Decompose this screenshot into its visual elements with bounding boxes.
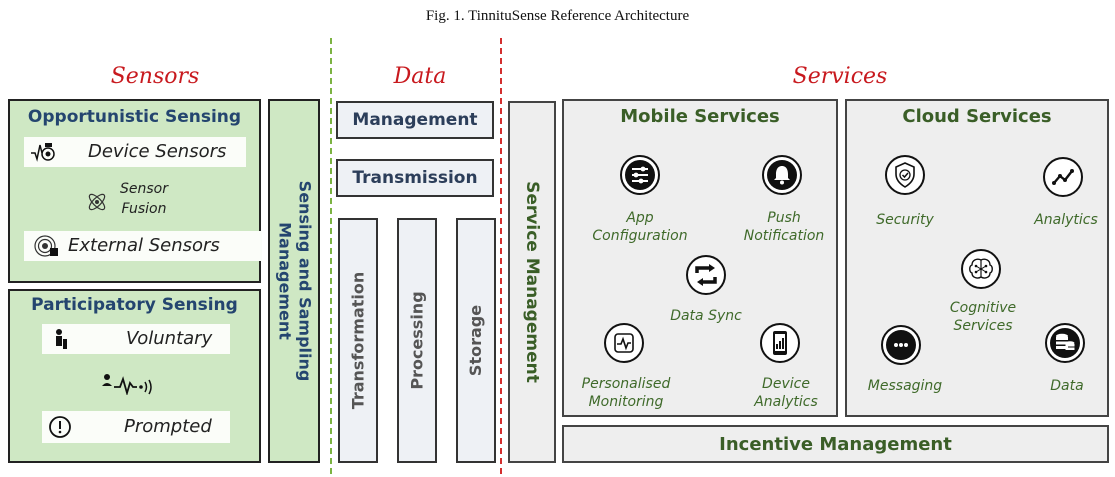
cognitive-line2: Services	[953, 318, 1013, 334]
device-analytics-line2: Analytics	[754, 394, 818, 410]
cognitive-line1: Cognitive	[949, 300, 1017, 316]
push-line1: Push	[767, 210, 801, 226]
cloud-services-panel: Cloud Services Security Analytics Cognit…	[845, 99, 1109, 417]
external-sensors-label: External Sensors	[68, 235, 220, 256]
app-config-line2: Configuration	[592, 228, 688, 244]
database-icon	[1045, 323, 1085, 363]
sensing-mgmt-line2: Management	[275, 222, 294, 340]
person-icon	[54, 328, 68, 354]
personalised-monitoring-label: Personalised Monitoring	[568, 375, 684, 411]
transformation-label: Transformation	[348, 271, 368, 410]
data-section-title: Data	[393, 64, 447, 89]
data-management-label: Management	[352, 110, 478, 130]
storage-box: Storage	[456, 218, 496, 463]
device-analytics-line1: Device	[762, 376, 810, 392]
incentive-management-label: Incentive Management	[719, 433, 952, 455]
opportunistic-sensing-title: Opportunistic Sensing	[27, 107, 242, 127]
radar-icon	[34, 234, 60, 262]
monitoring-line2: Monitoring	[588, 394, 664, 410]
person-signal-icon	[102, 373, 158, 399]
sensor-fusion-label: Sensor Fusion	[114, 179, 174, 219]
analytics-label: Analytics	[1034, 212, 1098, 228]
sliders-icon	[620, 155, 660, 195]
participatory-sensing-title: Participatory Sensing	[31, 295, 238, 315]
cloud-services-title: Cloud Services	[902, 106, 1052, 127]
prompted-row: Prompted	[42, 411, 230, 443]
data-management-box: Management	[336, 101, 494, 139]
device-sensors-row: Device Sensors	[24, 137, 246, 167]
transmission-box: Transmission	[336, 159, 494, 197]
transformation-box: Transformation	[338, 218, 378, 463]
data-service-label: Data	[1050, 378, 1084, 394]
sensing-sampling-management-label: Sensing and Sampling Management	[274, 181, 314, 382]
sensor-fusion-line2: Fusion	[121, 201, 167, 217]
data-services-divider	[500, 38, 502, 474]
sync-icon	[686, 255, 726, 295]
processing-box: Processing	[397, 218, 437, 463]
voluntary-row: Voluntary	[42, 324, 230, 354]
processing-label: Processing	[407, 291, 427, 390]
device-sensors-label: Device Sensors	[88, 141, 227, 162]
transmission-label: Transmission	[352, 168, 478, 188]
opportunistic-sensing-box: Opportunistic Sensing Device Sensors Sen…	[8, 99, 262, 283]
atom-icon	[86, 191, 108, 217]
sensing-mgmt-line1: Sensing and Sampling	[295, 180, 314, 382]
push-notification-label: Push Notification	[732, 209, 836, 245]
heartbeat-icon	[604, 323, 644, 363]
push-line2: Notification	[743, 228, 825, 244]
data-sync-label: Data Sync	[670, 308, 742, 324]
monitoring-line1: Personalised	[581, 376, 671, 392]
services-section-title: Services	[792, 64, 888, 89]
phone-chart-icon	[760, 323, 800, 363]
voluntary-label: Voluntary	[126, 328, 213, 349]
sensors-data-divider	[330, 38, 332, 474]
cognitive-services-label: Cognitive Services	[939, 299, 1027, 335]
incentive-management-box: Incentive Management	[562, 425, 1109, 463]
service-management-box: Service Management	[508, 101, 556, 463]
mobile-services-panel: Mobile Services App Configuration Push N…	[562, 99, 838, 417]
exclamation-icon	[48, 415, 72, 443]
brain-icon	[961, 249, 1001, 289]
figure-caption: Fig. 1. TinnituSense Reference Architect…	[425, 8, 690, 24]
sensors-section-title: Sensors	[110, 64, 200, 89]
security-label: Security	[876, 212, 934, 228]
participatory-sensing-box: Participatory Sensing Voluntary Prompted	[8, 289, 261, 463]
phone-sensor-icon	[30, 141, 56, 167]
app-config-line1: App	[626, 210, 654, 226]
sensing-sampling-management-box: Sensing and Sampling Management	[268, 99, 320, 463]
sensor-fusion-line1: Sensor	[120, 181, 168, 197]
shield-check-icon	[885, 155, 925, 195]
trend-line-icon	[1043, 157, 1083, 197]
prompted-label: Prompted	[124, 416, 212, 437]
app-configuration-label: App Configuration	[572, 209, 708, 245]
bell-icon	[762, 155, 802, 195]
external-sensors-row: External Sensors	[24, 231, 262, 261]
messaging-label: Messaging	[867, 378, 943, 394]
chat-bubble-icon	[881, 325, 921, 365]
mobile-services-title: Mobile Services	[620, 106, 780, 127]
storage-label: Storage	[466, 304, 486, 377]
device-analytics-label: Device Analytics	[744, 375, 828, 411]
service-management-label: Service Management	[522, 181, 543, 383]
